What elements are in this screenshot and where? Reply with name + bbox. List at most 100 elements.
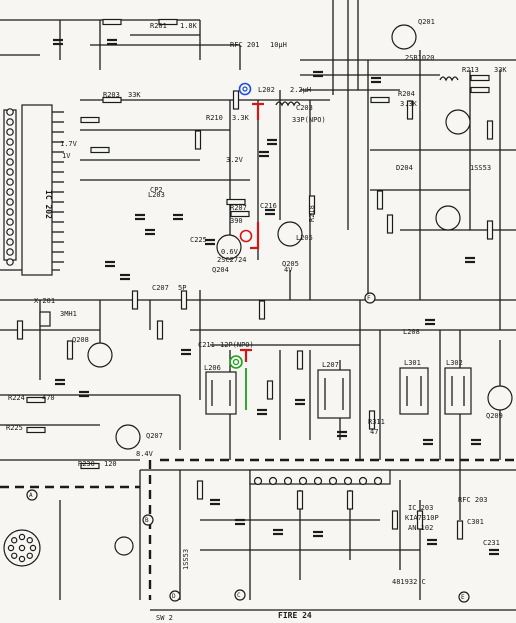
resistor-symbol — [232, 90, 240, 110]
label-r224: R224 — [8, 394, 25, 402]
green-marker — [229, 355, 243, 369]
resistor-symbol — [406, 100, 414, 120]
label-r225: R225 — [6, 424, 23, 432]
label-v17v: 1.7V — [60, 140, 78, 148]
ic203-pin — [373, 476, 383, 486]
q207-symbol — [115, 424, 141, 450]
label-c207-val: 5P — [178, 284, 186, 292]
label-d205: 1SS53 — [182, 549, 190, 570]
l301-can — [399, 367, 429, 415]
label-ic202: IC 202 — [44, 190, 53, 219]
ic202-pin — [6, 208, 14, 216]
label-node-f: F — [367, 295, 371, 302]
q203-symbol — [445, 109, 471, 135]
resistor-symbol — [386, 214, 394, 234]
label-node-d: D — [172, 593, 176, 600]
ic203-pin — [253, 476, 263, 486]
ic202-pin — [6, 228, 14, 236]
label-sig: 3MH1 — [60, 310, 77, 318]
resistor-symbol — [196, 480, 204, 500]
label-cp2: CP2 — [150, 186, 163, 194]
component-labels: IC 202 IC 203 KIA7310P AN 102 Q201 2SB10… — [6, 18, 507, 622]
label-l202-val: 2.2μH — [290, 86, 311, 94]
node-e — [458, 591, 470, 603]
label-q209: Q209 — [486, 412, 503, 420]
label-l207: L207 — [322, 361, 339, 369]
capacitors — [15, 38, 499, 566]
resistor-symbol — [26, 426, 46, 434]
ic202-pin — [6, 118, 14, 126]
red-probe-top — [252, 102, 264, 120]
x201-crystal — [39, 311, 51, 327]
ic203-pins — [253, 476, 383, 486]
resistor-symbol — [158, 18, 178, 26]
resistor-symbol — [266, 380, 274, 400]
label-r311-val: 47 — [370, 428, 378, 436]
resistor-symbol — [131, 290, 139, 310]
red-marker — [239, 229, 253, 243]
ic202-pin — [6, 198, 14, 206]
label-r201-val: 1.8K — [180, 22, 198, 30]
red-probe-low — [240, 348, 252, 362]
node-c — [234, 589, 246, 601]
resistor-symbol — [16, 320, 24, 340]
label-c216: C216 — [260, 202, 277, 210]
label-l205: L205 — [296, 234, 313, 242]
label-page: FIRE 24 — [278, 611, 312, 620]
node-f — [364, 292, 376, 304]
resistor-symbol — [102, 96, 122, 104]
label-v4v: 4V — [284, 266, 293, 274]
label-l208: L208 — [403, 328, 420, 336]
label-q204-part: 2SC2724 — [217, 256, 247, 264]
resistor-symbol — [470, 86, 490, 94]
resistor-symbol — [391, 510, 399, 530]
label-q204: Q204 — [212, 266, 229, 274]
label-q201-part: 2SB1020 — [405, 54, 435, 62]
resistor-symbol — [296, 350, 304, 370]
socket-pin — [11, 552, 18, 559]
label-ic203: IC 203 — [408, 504, 433, 512]
l206-can — [205, 371, 237, 415]
ic202-pin — [6, 168, 14, 176]
resistor-symbol — [90, 146, 110, 154]
label-l206: L206 — [204, 364, 221, 372]
label-r207: R207 — [230, 204, 247, 212]
label-d204-part: 1SS53 — [470, 164, 491, 172]
socket-pin — [26, 552, 33, 559]
resistor-symbol — [258, 300, 266, 320]
label-r204-val: 3.3K — [400, 100, 418, 108]
q202-symbol — [435, 205, 461, 231]
blue-marker — [238, 82, 252, 96]
label-r311: R311 — [368, 418, 385, 426]
socket-pin — [7, 544, 15, 552]
q204-symbol — [216, 234, 242, 260]
ic202-pin — [6, 148, 14, 156]
label-r224-val: 470 — [42, 394, 55, 402]
resistor-symbol — [346, 490, 354, 510]
ic203-pin — [298, 476, 308, 486]
resistor-symbol — [376, 190, 384, 210]
label-r210: R210 — [206, 114, 223, 122]
ic202-pin — [6, 258, 14, 266]
mic-socket-pins — [7, 533, 37, 563]
label-l203: L203 — [148, 191, 165, 199]
label-r203-val: 33K — [128, 91, 141, 99]
label-l301: L301 — [404, 359, 421, 367]
resistor-symbol — [26, 396, 46, 404]
socket-pin — [18, 544, 26, 552]
resistor-symbol — [80, 116, 100, 124]
label-c301: C301 — [467, 518, 484, 526]
label-c225: C225 — [190, 236, 207, 244]
l207-can — [317, 369, 351, 419]
resistor-symbol — [226, 198, 246, 206]
ic202-pin — [6, 248, 14, 256]
node-a — [26, 489, 38, 501]
resistor-symbol — [230, 210, 250, 218]
label-node-e: E — [461, 594, 465, 601]
inductors — [39, 76, 472, 419]
label-r230-val: 120 — [104, 460, 117, 468]
label-l202: L202 — [258, 86, 275, 94]
label-node-c: C — [237, 592, 241, 599]
ic202-pin — [6, 128, 14, 136]
